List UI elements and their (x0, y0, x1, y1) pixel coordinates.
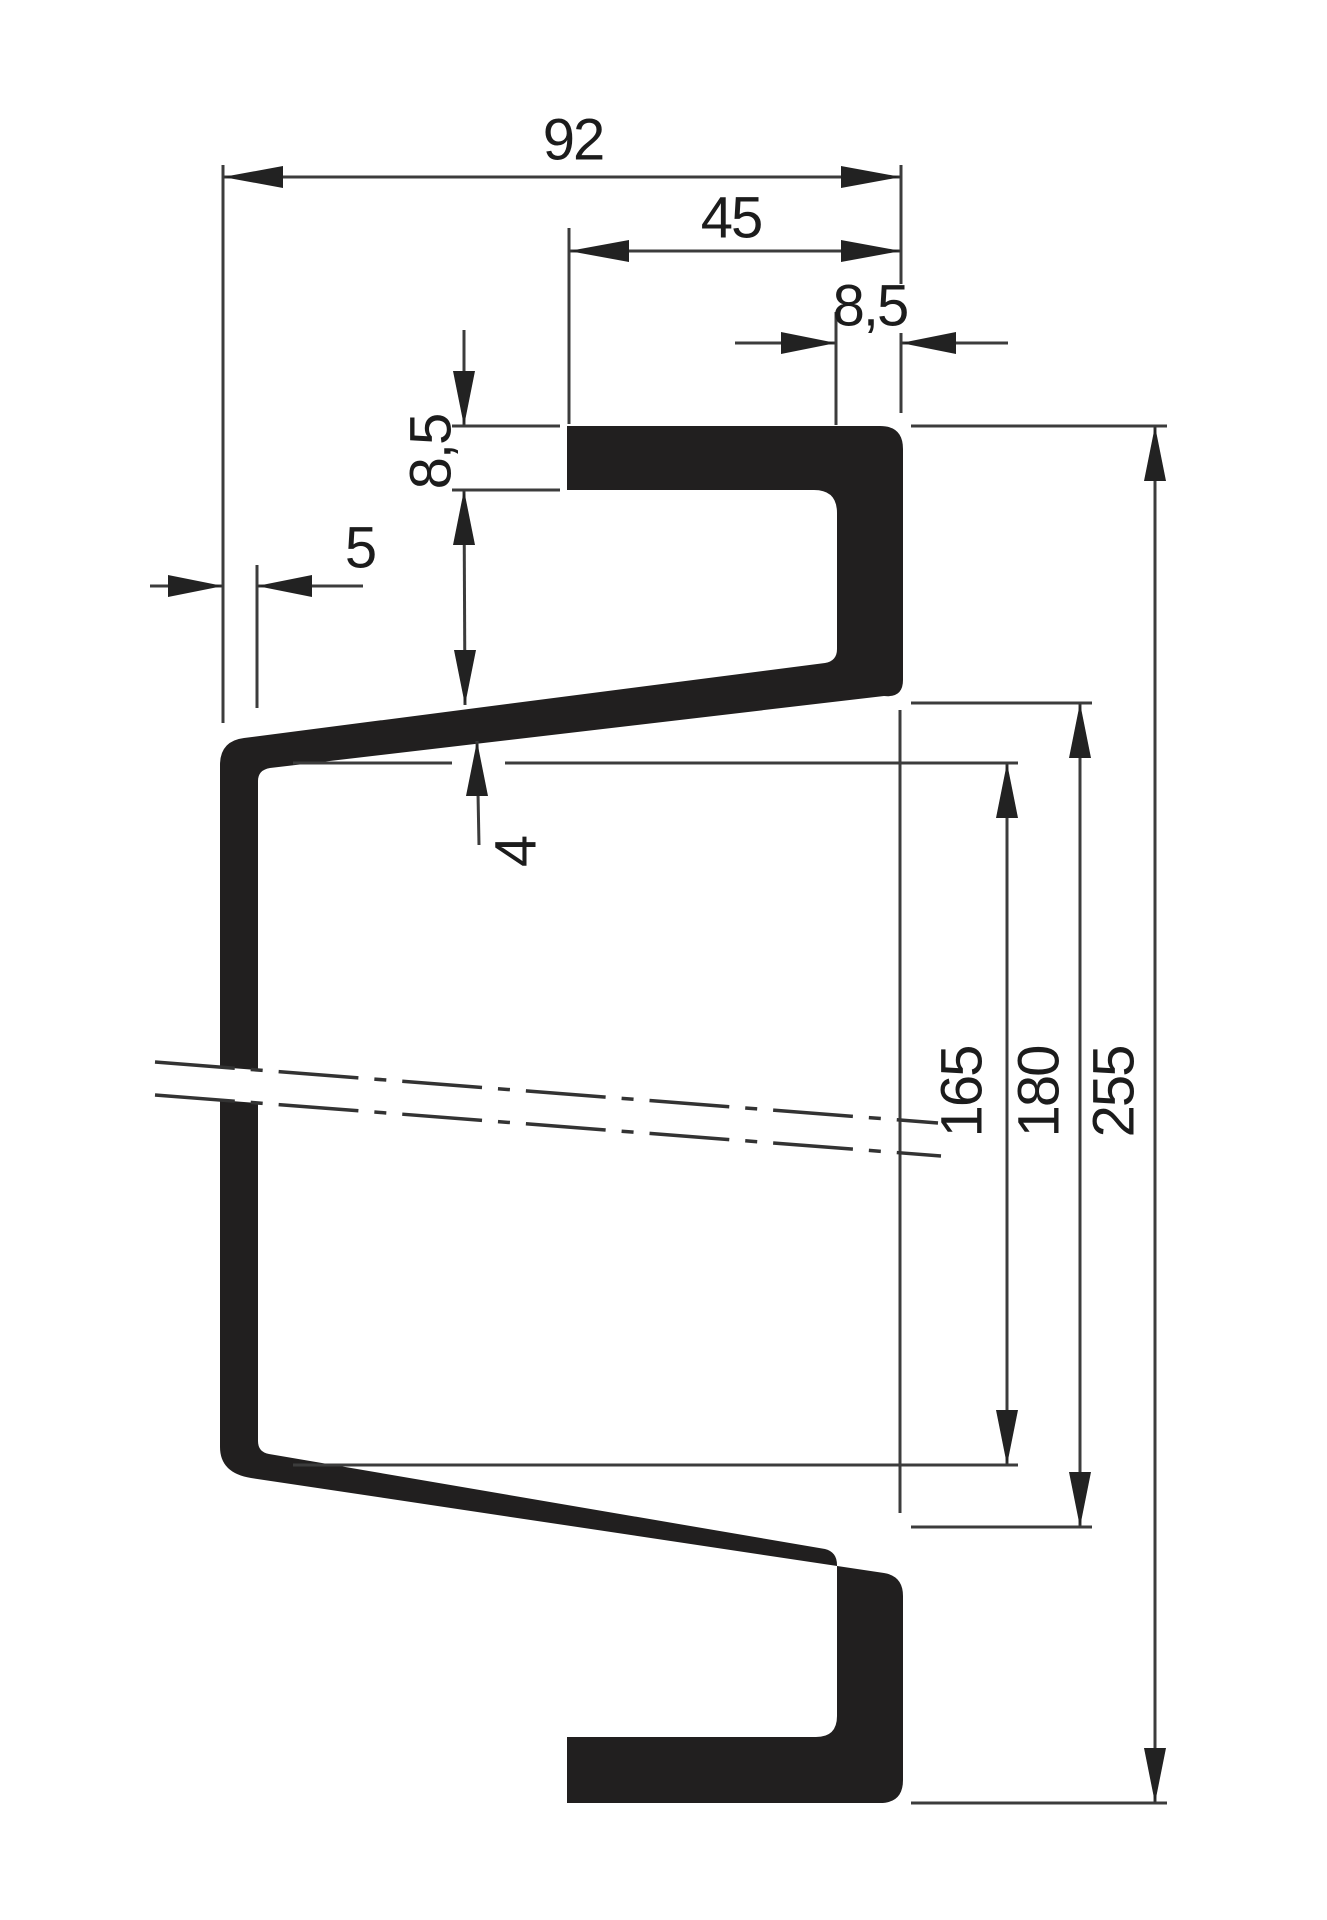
profile-outline (220, 426, 903, 1803)
dim-label-flange-thickness: 8,5 (399, 415, 464, 490)
arrow-up-icon (1144, 426, 1166, 481)
dim-label-web-thickness: 4 (484, 836, 549, 867)
arrow-down-icon (1144, 1748, 1166, 1803)
arrow-up-icon (466, 741, 488, 796)
arrow-up-icon (996, 763, 1018, 818)
arrow-left-icon (223, 166, 283, 188)
break-gap (155, 1062, 933, 1156)
arrow-right-icon (841, 166, 901, 188)
dimension-arrows (168, 166, 1166, 1803)
arrow-left-icon (569, 240, 629, 262)
dim-label-web-outer-height: 180 (1007, 1047, 1072, 1138)
arrow-right-icon (841, 240, 901, 262)
dim-label-right-wall-thickness: 8,5 (833, 274, 908, 339)
dim-label-inner-height: 165 (930, 1047, 995, 1138)
dim-label-top-flange-width: 45 (701, 186, 762, 251)
arrow-down-icon (454, 650, 476, 705)
dim-label-left-wall-thickness: 5 (345, 516, 375, 581)
extension-lines (221, 165, 1167, 1805)
arrow-up-icon (453, 490, 475, 545)
arrow-down-icon (453, 371, 475, 426)
arrow-right-icon (781, 332, 836, 354)
arrow-left-icon (257, 575, 312, 597)
dimension-lines (150, 175, 1157, 1803)
dim-label-overall-height: 255 (1082, 1047, 1147, 1138)
dim-label-overall-width: 92 (543, 108, 604, 173)
arrow-up-icon (1069, 703, 1091, 758)
break-lines (154, 1060, 942, 1158)
arrow-down-icon (996, 1410, 1018, 1465)
arrow-left-icon (901, 332, 956, 354)
arrow-down-icon (1069, 1472, 1091, 1527)
arrow-right-icon (168, 575, 223, 597)
dimension-labels: 92 45 8,5 8,5 5 4 165 180 255 (345, 108, 1147, 1138)
